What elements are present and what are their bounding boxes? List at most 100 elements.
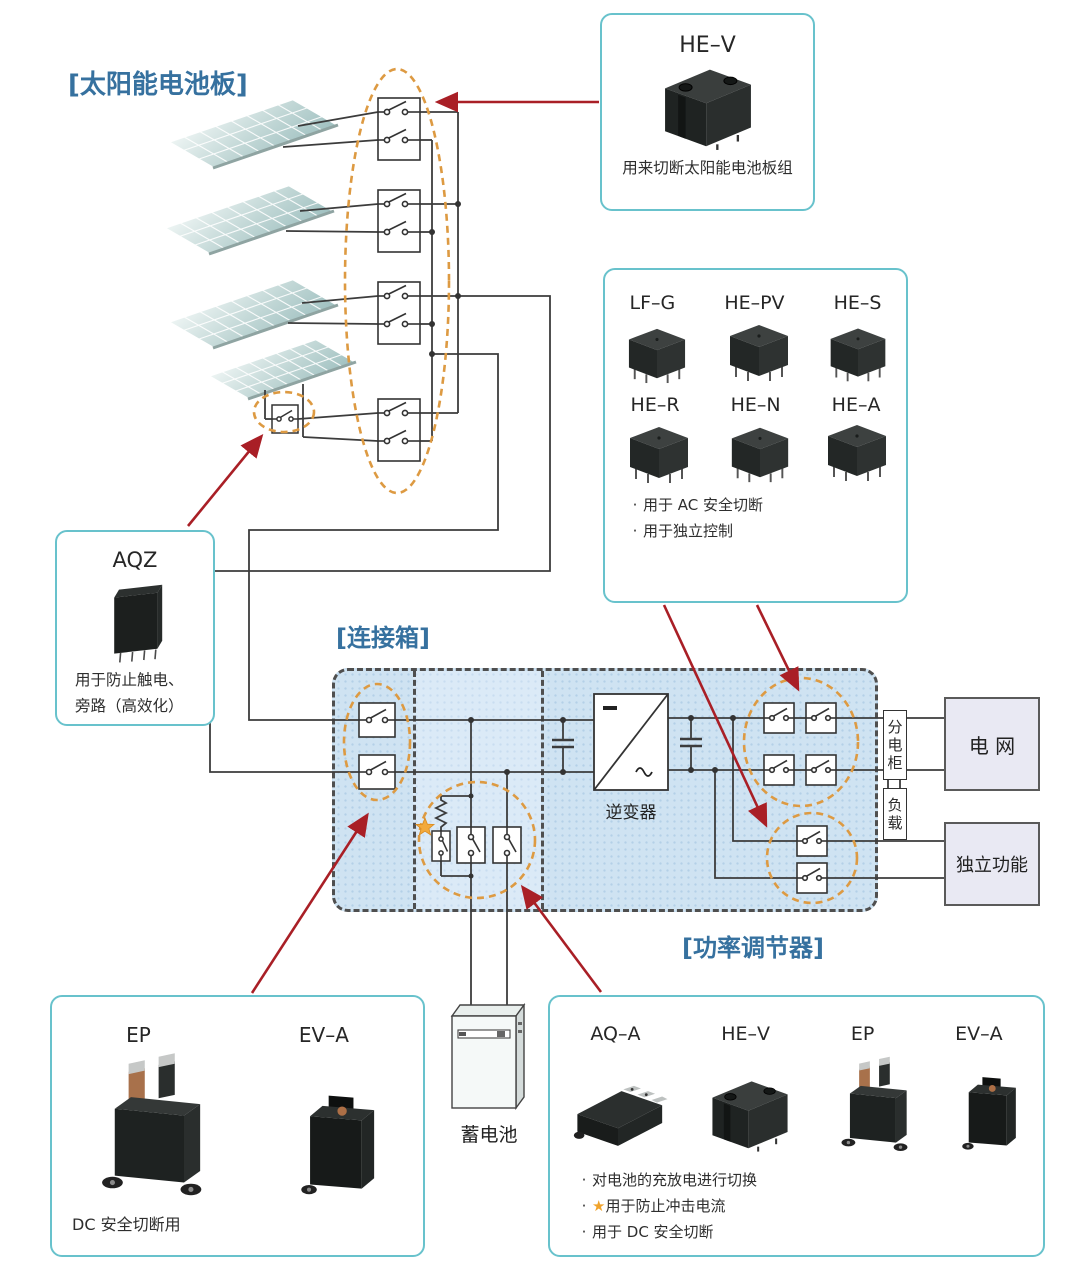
string-switch-3 [377,281,421,345]
ep2-label: EP [850,1023,875,1045]
battery-bullet-3: · 用于 DC 安全切断 [576,1219,1043,1245]
family-bullet-1-text: 用于 AC 安全切断 [643,496,764,514]
string-switch-4 [377,398,421,462]
aqz-caption-2: 旁路（高效化） [75,697,184,715]
family-bullets: · 用于 AC 安全切断 · 用于独立控制 [627,492,906,544]
precharge-switch [431,830,451,862]
lfg-relay-image [628,327,687,384]
dc-cutoff-box: EP EV–A DC 安全切断用 [50,995,425,1257]
hev-title: HE–V [679,33,736,58]
bypass-highlight [252,390,316,434]
load-box: 负载 [883,788,907,840]
dc-box-labels: EP EV–A [52,1023,423,1047]
bypass-switch [271,404,299,434]
family-row1-labels: LF–G HE–PV HE–S [605,292,906,314]
hepv-label: HE–PV [724,292,785,314]
bullet-dot: · [632,522,638,540]
ep2-relay-image [841,1056,908,1151]
dc-input-switch-1 [358,702,396,738]
storage-battery-image [450,1002,526,1111]
section-divider-right [541,671,544,909]
grid-box: 电 网 [944,697,1040,791]
junction-box-title: [连接箱] [336,624,430,652]
arrow-battery-relays [520,884,603,993]
hes-relay-image [829,327,887,383]
string-switch-1 [377,97,421,161]
eva2-relay-image [962,1077,1016,1150]
family-bullet-2-text: 用于独立控制 [643,522,734,540]
arrow-ep-to-dc [250,812,369,994]
ac-switch-highlight [742,676,860,808]
bullet-dot: · [581,1223,587,1241]
family-row1-images [605,318,906,384]
star-icon: ★ [592,1197,606,1215]
dc-input-switch-2 [358,754,396,790]
arrow-family-to-ac [755,604,800,692]
hea-label: HE–A [831,394,881,416]
ac-switch-1b [805,702,837,734]
aqz-title: AQZ [112,548,158,572]
battery-bullet-2: · ★用于防止冲击电流 [576,1193,1043,1219]
battery-bullet-1: · 对电池的充放电进行切换 [576,1167,1043,1193]
junction-dots [429,201,736,879]
solar-panel-2 [164,185,334,254]
hepv-relay-image [729,324,790,382]
solar-panel-4 [208,339,356,399]
battery-relay-box: AQ–A HE–V EP EV–A · 对电池的充放电进行切换 · ★用于防止冲击电… [548,995,1045,1257]
aqz-info-box: AQZ 用于防止触电、 旁路（高效化） [55,530,215,726]
her-relay-image [628,426,689,484]
family-bullet-2: · 用于独立控制 [627,518,906,544]
eva-label: EV–A [298,1023,349,1047]
aqa-relay-image [573,1085,668,1146]
family-row2-labels: HE–R HE–N HE–A [605,394,906,416]
battery-switch-highlight [417,780,537,900]
battery-bullet-3-text: 用于 DC 安全切断 [592,1223,714,1241]
battery-section-strip [413,671,541,909]
string-switch-2 [377,189,421,253]
aqz-relay-image [113,583,163,664]
solar-panel-1 [168,99,338,168]
pointer-arrows [186,91,800,994]
battery-bullet-2-text: 用于防止冲击电流 [605,1197,726,1215]
power-conditioner-title: [功率调节器] [682,934,824,962]
eva2-label: EV–A [955,1023,1003,1045]
bullet-dot: · [581,1197,587,1215]
relay-family-box: LF–G HE–PV HE–S HE–R HE–N HE–A · 用于 AC 安全… [603,268,908,603]
dc-box-caption: DC 安全切断用 [72,1215,181,1234]
battery-box-images [550,1047,1043,1155]
eva-relay-image [301,1095,375,1195]
section-divider-left [413,671,416,909]
hen-label: HE–N [730,394,781,416]
hen-relay-image [731,426,790,484]
hev2-relay-image [711,1080,789,1153]
family-row2-images [605,418,906,484]
battery-bullet-1-text: 对电池的充放电进行切换 [592,1171,758,1189]
hev-relay-image [663,68,752,152]
hea-relay-image [827,424,888,482]
hev2-label: HE–V [721,1023,771,1045]
highlight-shapes [252,67,860,905]
inverter-symbol [593,693,669,791]
her-label: HE–R [630,394,680,416]
solar-panel-title: [太阳能电池板] [68,70,248,100]
ac-switch-1a [763,702,795,734]
lfg-label: LF–G [629,292,676,314]
bullet-dot: · [581,1171,587,1189]
ep-label: EP [126,1023,151,1047]
distribution-cabinet-box: 分电柜 [883,710,907,780]
battery-switch-1 [456,826,486,864]
battery-box-bullets: · 对电池的充放电进行切换 · ★用于防止冲击电流 · 用于 DC 安全切断 [576,1167,1043,1245]
battery-switch-2 [492,826,522,864]
dc-switch-highlight [342,682,412,802]
inrush-star-icon [414,816,436,836]
ac-switch-2a [763,754,795,786]
aqa-label: AQ–A [590,1023,641,1045]
bullet-dot: · [632,496,638,514]
battery-label: 蓄电池 [460,1124,518,1146]
hes-label: HE–S [833,292,882,314]
precharge-resistor [433,796,449,831]
standalone-switch-highlight [765,811,859,905]
standalone-switch-2 [796,862,828,894]
